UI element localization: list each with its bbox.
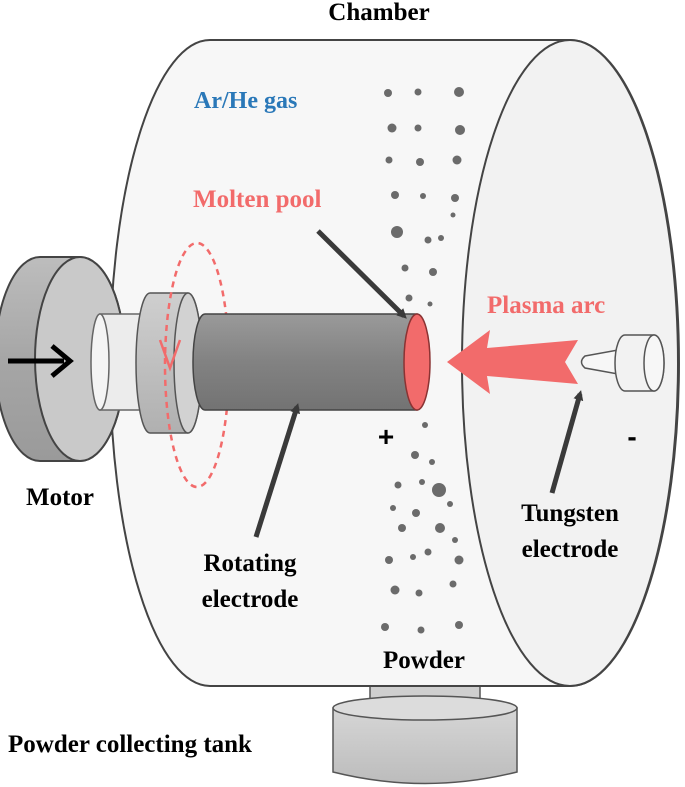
- plasma-arc-label: Plasma arc: [487, 292, 605, 319]
- motor-shaft: [90, 313, 143, 411]
- tungsten-electrode-label-line1: Tungsten: [521, 500, 619, 527]
- gas-label: Ar/He gas: [194, 88, 297, 114]
- minus-sign: -: [627, 421, 636, 452]
- plus-sign: +: [378, 421, 394, 452]
- tungsten-electrode-pointer: [549, 390, 584, 494]
- tank-label: Powder collecting tank: [8, 731, 252, 758]
- plasma-arc: [447, 330, 578, 394]
- motor-label: Motor: [26, 484, 94, 511]
- motor: [0, 256, 126, 462]
- powder-collecting-tank: [332, 677, 518, 785]
- tungsten-electrode-label-line2: electrode: [522, 536, 619, 563]
- chamber-label: Chamber: [328, 0, 429, 26]
- tungsten-electrode: [580, 334, 665, 392]
- pointer-arrows: [253, 229, 584, 538]
- electrode-holder-collar: [135, 292, 203, 434]
- molten-pool: [403, 313, 431, 411]
- powder-particles: [381, 87, 465, 634]
- rotating-electrode-label-line1: Rotating: [203, 550, 297, 577]
- rotating-electrode-pointer: [253, 403, 300, 538]
- molten-pool-label: Molten pool: [193, 186, 322, 213]
- rotating-electrode: [192, 313, 418, 411]
- rotating-electrode-label-line2: electrode: [202, 586, 299, 613]
- molten-pool-pointer: [316, 229, 407, 319]
- powder-label: Powder: [383, 647, 465, 674]
